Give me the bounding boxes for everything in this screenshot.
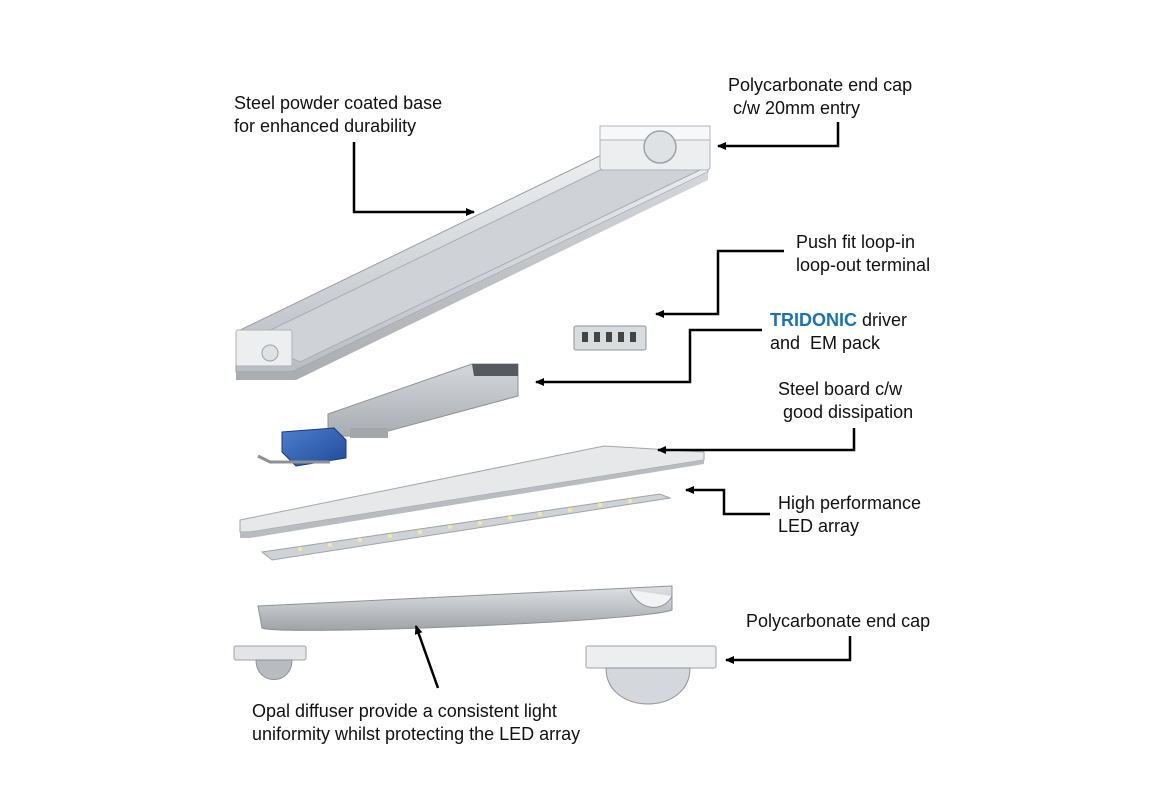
push-fit-terminal bbox=[573, 325, 647, 351]
terminal-label-line2: loop-out terminal bbox=[796, 255, 931, 275]
base-label: Steel powder coated base for enhanced du… bbox=[234, 92, 442, 138]
led-label-line1: High performance bbox=[778, 493, 922, 513]
top-end-cap bbox=[599, 125, 711, 171]
driver-label: TRIDONIC driver and EM pack bbox=[770, 309, 907, 355]
driver-label-line1: driver bbox=[857, 310, 908, 330]
endcap-top-label: Polycarbonate end cap c/w 20mm entry bbox=[728, 74, 912, 120]
led-label: High performance LED array bbox=[778, 492, 921, 538]
endcap-top-label-line1: Polycarbonate end cap bbox=[728, 75, 913, 95]
board-label-line1: Steel board c/w bbox=[778, 379, 903, 399]
leader-led bbox=[685, 486, 770, 516]
base-label-line2: for enhanced durability bbox=[234, 116, 417, 136]
tridonic-brand: TRIDONIC bbox=[770, 310, 857, 330]
leader-endcap-top bbox=[717, 122, 840, 150]
left-bottom-end-cap bbox=[233, 645, 307, 680]
leader-base bbox=[352, 142, 475, 216]
endcap-top-label-line2: c/w 20mm entry bbox=[728, 98, 861, 118]
opal-diffuser bbox=[257, 585, 673, 631]
base-label-line1: Steel powder coated base bbox=[234, 93, 443, 113]
diffuser-label-line2: uniformity whilst protecting the LED arr… bbox=[252, 724, 581, 744]
board-label-line2: good dissipation bbox=[778, 402, 914, 422]
leader-endcap-bottom bbox=[725, 636, 852, 664]
led-label-line2: LED array bbox=[778, 516, 860, 536]
board-label: Steel board c/w good dissipation bbox=[778, 378, 913, 424]
em-pack bbox=[257, 427, 347, 467]
terminal-label: Push fit loop-in loop-out terminal bbox=[796, 231, 930, 277]
steel-board bbox=[239, 445, 705, 538]
leader-diffuser bbox=[414, 625, 440, 689]
leader-board bbox=[657, 428, 856, 454]
right-bottom-end-cap bbox=[585, 645, 717, 705]
driver-housing bbox=[327, 363, 519, 438]
leader-driver bbox=[535, 328, 762, 386]
led-array bbox=[260, 493, 672, 561]
endcap-bottom-label: Polycarbonate end cap bbox=[746, 610, 930, 633]
base-left-end-cap bbox=[235, 329, 293, 367]
driver-label-line2: and EM pack bbox=[770, 333, 881, 353]
leader-terminal bbox=[655, 249, 784, 318]
diffuser-label: Opal diffuser provide a consistent light… bbox=[252, 700, 580, 746]
endcap-bottom-label-line1: Polycarbonate end cap bbox=[746, 611, 931, 631]
diffuser-label-line1: Opal diffuser provide a consistent light bbox=[252, 701, 557, 721]
terminal-label-line1: Push fit loop-in bbox=[796, 232, 916, 252]
leader-lines bbox=[352, 122, 856, 689]
